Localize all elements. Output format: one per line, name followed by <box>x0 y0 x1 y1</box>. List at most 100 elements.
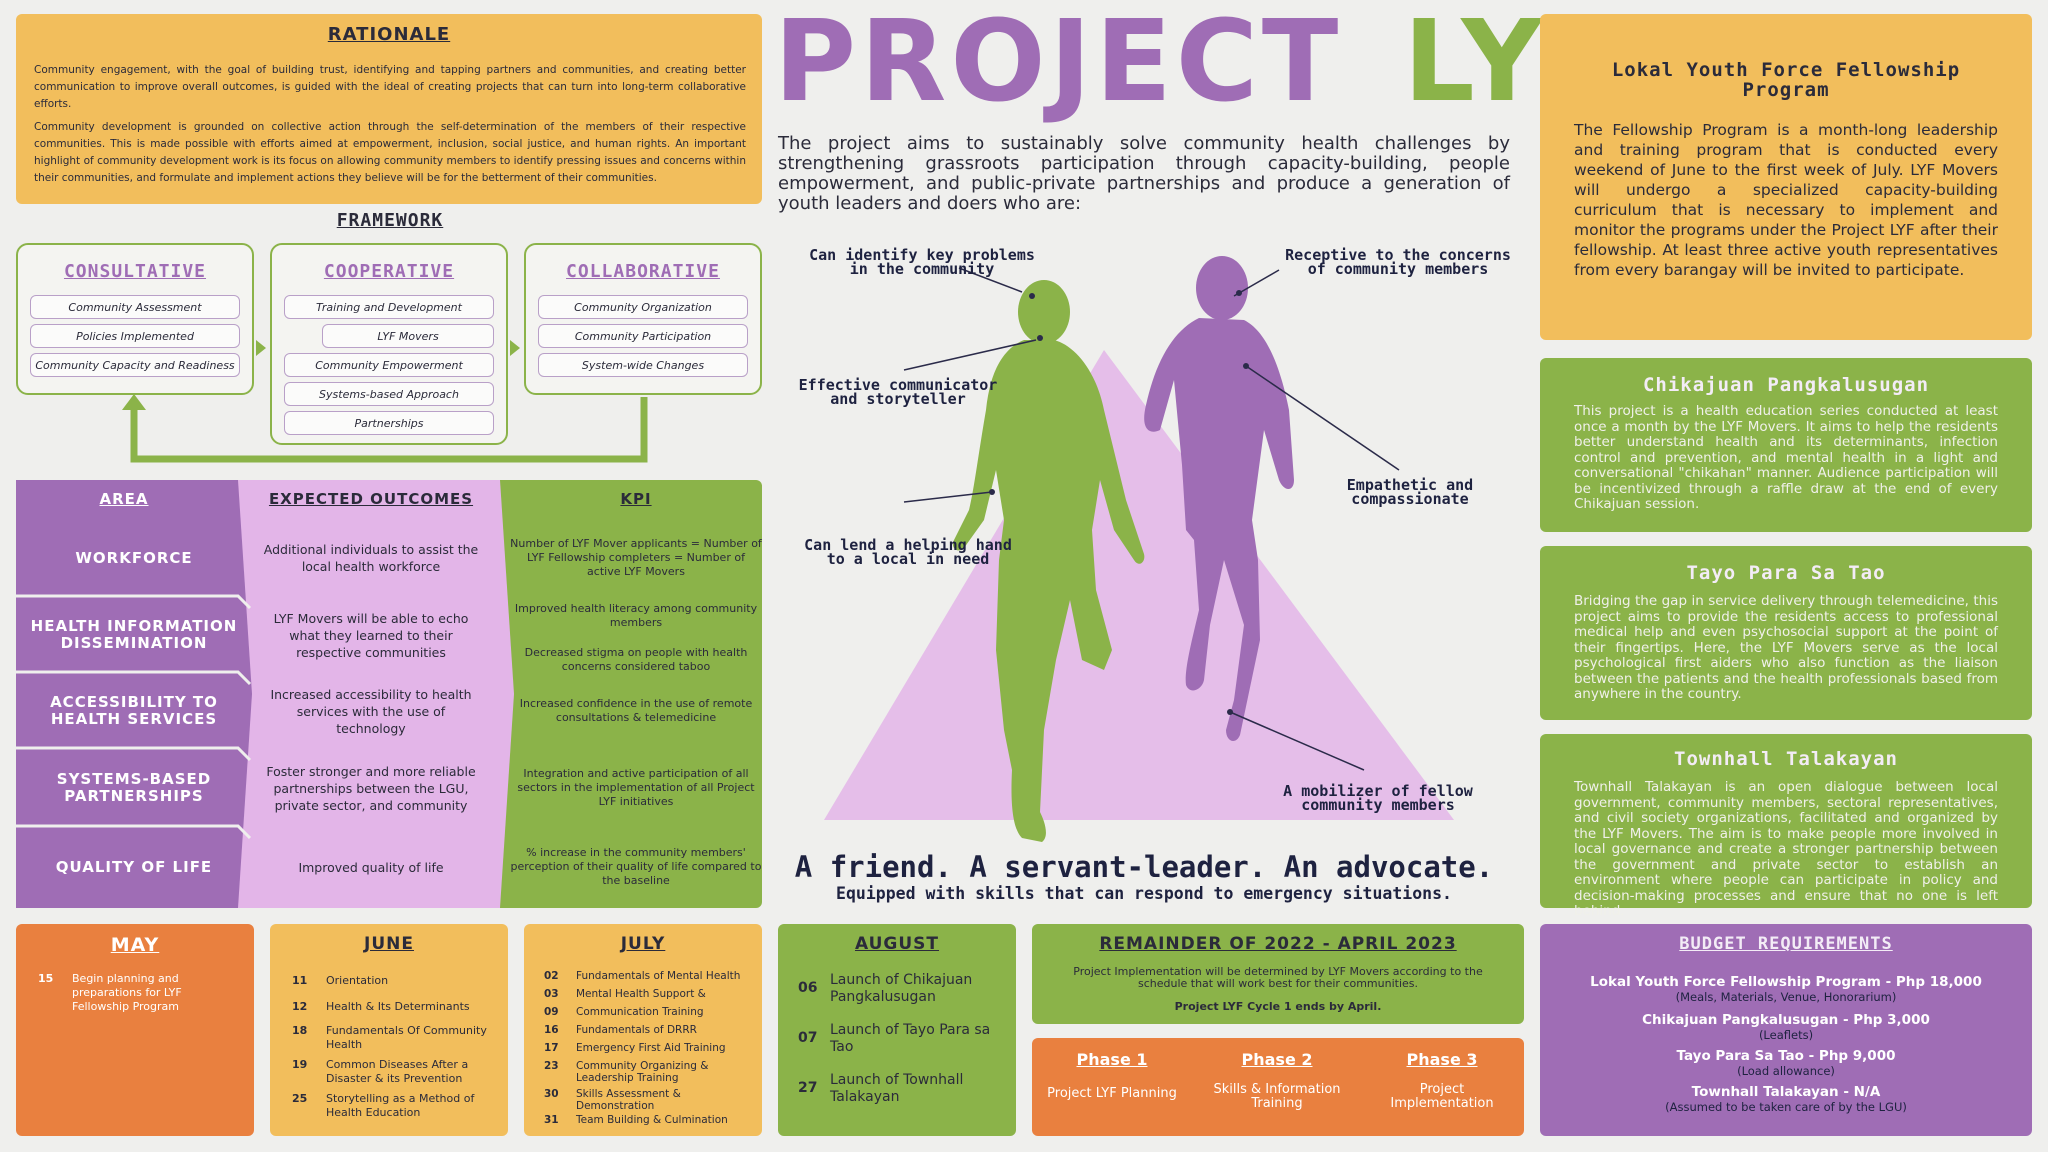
arrow-right-icon <box>256 340 266 356</box>
table-row-kpi: Increased confidence in the use of remot… <box>519 697 753 724</box>
framework-item: Partnerships <box>284 411 494 435</box>
framework-item: System-wide Changes <box>538 353 748 377</box>
schedule-text: Launch of Townhall Talakayan <box>830 1072 964 1105</box>
budget-item-note: (Assumed to be taken care of by the LGU) <box>1665 1100 1907 1114</box>
trait-label: Receptive to the concerns of community m… <box>1285 246 1511 278</box>
budget-item-name: Chikajuan Pangkalusugan - Php 3,000 <box>1642 1012 1930 1028</box>
schedule-item: 25 Storytelling as a Method of Health Edu… <box>292 1092 492 1120</box>
arrow-up-icon <box>122 394 146 410</box>
table-row-kpi: % increase in the community members' per… <box>510 846 762 887</box>
budget-item-note: (Meals, Materials, Venue, Honorarium) <box>1675 990 1897 1004</box>
table-header-outcomes: EXPECTED OUTCOMES <box>268 490 474 508</box>
schedule-day: 03 <box>544 988 559 1000</box>
table-header-kpi: KPI <box>620 490 652 508</box>
table-row-kpi: Improved health literacy among community… <box>514 602 758 629</box>
page-title-project: PROJECT <box>774 0 1343 127</box>
schedule-day: 12 <box>292 1000 308 1013</box>
table-header-area: AREA <box>99 490 149 508</box>
schedule-day: 18 <box>292 1024 308 1037</box>
schedule-item: 09 Communication Training <box>544 1006 754 1018</box>
schedule-item: 03 Mental Health Support & <box>544 988 754 1000</box>
phase-title: Phase 1 <box>1076 1050 1148 1069</box>
schedule-text: Common Diseases After a Disaster & its P… <box>326 1058 469 1085</box>
month-title: JULY <box>620 934 666 954</box>
arrow-right-icon <box>510 340 520 356</box>
phase-3: Phase 3 Project Implementation <box>1372 1050 1512 1111</box>
schedule-day: 07 <box>798 1030 818 1046</box>
budget-item: Lokal Youth Force Fellowship Program - P… <box>1550 974 2022 1004</box>
remainder-panel: REMAINDER OF 2022 - APRIL 2023 Project I… <box>1032 924 1524 1024</box>
schedule-text: Health & Its Determinants <box>326 1000 470 1013</box>
budget-item: Tayo Para Sa Tao - Php 9,000 (Load allow… <box>1550 1048 2022 1078</box>
schedule-item: 12 Health & Its Determinants <box>292 1000 492 1014</box>
runner-purple-icon <box>1144 256 1294 742</box>
budget-panel: BUDGET REQUIREMENTS Lokal Youth Force Fe… <box>1540 924 2032 1136</box>
schedule-text: Emergency First Aid Training <box>576 1042 726 1054</box>
table-row-outcome: LYF Movers will be able to echo what the… <box>273 610 469 660</box>
month-may: MAY 15 Begin planning and preparations f… <box>16 924 254 1136</box>
budget-item-note: (Load allowance) <box>1737 1064 1835 1078</box>
phase-2: Phase 2 Skills & Information Training <box>1202 1050 1352 1111</box>
framework-box-cooperative: COOPERATIVE Training and Development LYF… <box>270 243 508 445</box>
framework-item: Community Participation <box>538 324 748 348</box>
framework-box-title: COLLABORATIVE <box>566 261 720 282</box>
page-title: PROJECT LYF <box>774 2 1623 122</box>
phases-panel: Phase 1 Project LYF Planning Phase 2 Ski… <box>1032 1038 1524 1136</box>
table-row-outcome: Increased accessibility to health servic… <box>270 686 472 736</box>
schedule-day: 09 <box>544 1006 559 1018</box>
budget-item-note: (Leaflets) <box>1758 1028 1814 1042</box>
fellowship-text: The Fellowship Program is a month-long l… <box>1574 121 1998 279</box>
phase-text: Skills & Information Training <box>1213 1082 1341 1111</box>
schedule-day: 02 <box>544 970 559 982</box>
budget-title: BUDGET REQUIREMENTS <box>1679 934 1893 954</box>
table-row-area: ACCESSIBILITY TO HEALTH SERVICES <box>50 693 218 728</box>
month-title: JUNE <box>364 934 414 954</box>
fellowship-title: Lokal Youth Force Fellowship Program <box>1611 59 1961 101</box>
tayo-text: Bridging the gap in service delivery thr… <box>1574 593 1998 702</box>
remainder-text: Project Implementation will be determine… <box>1073 965 1483 990</box>
schedule-day: 11 <box>292 974 308 987</box>
framework-item: Community Empowerment <box>284 353 494 377</box>
tayo-title: Tayo Para Sa Tao <box>1686 562 1886 584</box>
budget-item: Chikajuan Pangkalusugan - Php 3,000 (Lea… <box>1550 1012 2022 1042</box>
chikajuan-text: This project is a health education serie… <box>1574 403 1998 512</box>
trait-pointer-lines <box>903 267 1400 771</box>
schedule-day: 25 <box>292 1092 308 1105</box>
schedule-day: 27 <box>798 1080 818 1096</box>
schedule-text: Launch of Chikajuan Pangkalusugan <box>830 972 973 1005</box>
schedule-text: Community Organizing & Leadership Traini… <box>576 1060 709 1084</box>
table-row-kpi: Number of LYF Mover applicants = Number … <box>510 537 762 578</box>
tayo-panel: Tayo Para Sa Tao Bridging the gap in ser… <box>1540 546 2032 720</box>
schedule-item: 27 Launch of Townhall Talakayan <box>798 1072 998 1106</box>
schedule-text: Fundamentals of DRRR <box>576 1024 697 1036</box>
schedule-text: Team Building & Culmination <box>576 1114 728 1126</box>
budget-item-name: Lokal Youth Force Fellowship Program - P… <box>1590 974 1982 990</box>
phase-title: Phase 2 <box>1241 1050 1313 1069</box>
schedule-text: Launch of Tayo Para sa Tao <box>830 1022 991 1055</box>
schedule-text: Communication Training <box>576 1006 704 1018</box>
trait-label: Can lend a helping hand to a local in ne… <box>804 536 1012 568</box>
table-row-area: SYSTEMS-BASED PARTNERSHIPS <box>56 770 212 805</box>
rationale-panel: RATIONALE Community engagement, with the… <box>16 14 762 204</box>
table-row-outcome: Improved quality of life <box>298 859 444 875</box>
framework-item: Community Assessment <box>30 295 240 319</box>
schedule-text: Fundamentals of Mental Health <box>576 970 741 982</box>
schedule-text: Storytelling as a Method of Health Educa… <box>326 1092 475 1119</box>
trait-label: Can identify key problems in the communi… <box>809 246 1035 278</box>
schedule-text: Mental Health Support & <box>576 988 706 1000</box>
runners-illustration <box>824 256 1454 842</box>
framework-item: Training and Development <box>284 295 494 319</box>
schedule-item: 07 Launch of Tayo Para sa Tao <box>798 1022 998 1056</box>
table-row-outcome: Additional individuals to assist the loc… <box>263 542 479 574</box>
framework-arrows <box>122 340 648 463</box>
table-row-kpi: Decreased stigma on people with health c… <box>524 646 748 673</box>
sub-tagline: Equipped with skills that can respond to… <box>836 884 1452 903</box>
